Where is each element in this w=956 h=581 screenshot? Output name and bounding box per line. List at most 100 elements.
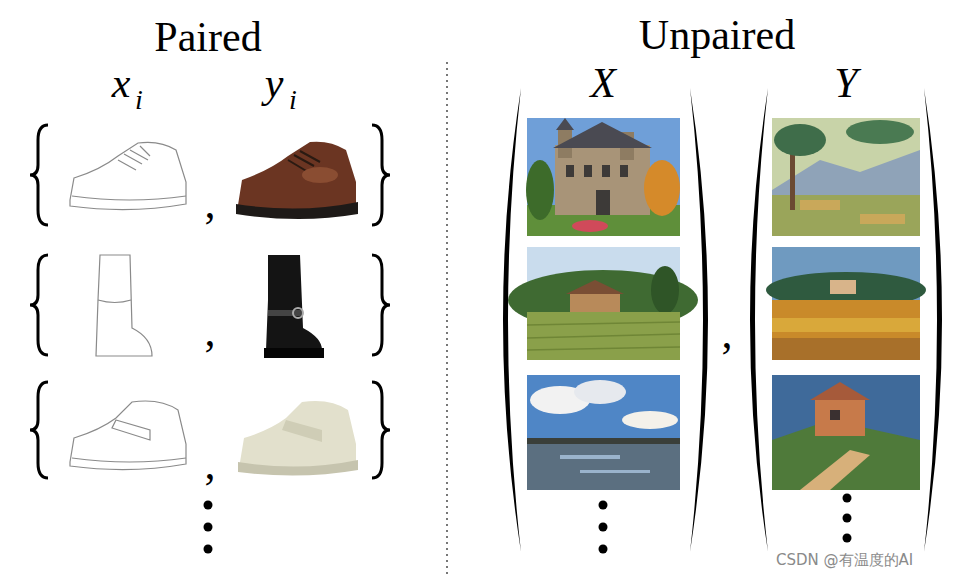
ellipsis-dots-part bbox=[204, 523, 213, 532]
landscape-photo-part bbox=[572, 220, 608, 232]
shoe-photo-part bbox=[240, 401, 356, 470]
landscape-photo-part bbox=[526, 160, 554, 220]
watermark: CSDN @有温度的AI bbox=[776, 553, 913, 568]
curly-brace bbox=[30, 125, 390, 478]
landscape-photo-part bbox=[644, 160, 680, 216]
shoe-photo bbox=[236, 142, 358, 476]
curly-brace-part bbox=[372, 382, 390, 478]
landscape-photo-part bbox=[602, 165, 610, 177]
landscape-photo-part bbox=[574, 380, 626, 404]
landscape-photo-part bbox=[620, 165, 628, 177]
curly-brace-part bbox=[30, 255, 48, 355]
variable-name: y bbox=[265, 62, 284, 104]
landscape-photo-part bbox=[527, 375, 680, 490]
column-heading: Unpaired bbox=[639, 14, 795, 56]
parenthesis-part bbox=[924, 88, 942, 552]
ellipsis-dots-part bbox=[204, 545, 213, 554]
shoe-photo-part bbox=[238, 460, 358, 476]
painting-part bbox=[772, 318, 920, 332]
parenthesis-part bbox=[503, 88, 521, 552]
landscape-photo-part bbox=[580, 470, 650, 473]
ellipsis-dots-part bbox=[843, 534, 852, 543]
landscape-photo-part bbox=[651, 266, 679, 314]
painting-part bbox=[815, 398, 865, 436]
painting-part bbox=[772, 118, 920, 236]
ellipsis-dots-part bbox=[843, 494, 852, 503]
painting-part bbox=[830, 410, 840, 420]
subscript: i bbox=[135, 86, 143, 114]
landscape-photo-part bbox=[584, 165, 592, 177]
shoe-photo-part bbox=[266, 255, 322, 350]
shoe-sketch-part bbox=[112, 420, 150, 440]
comma: , bbox=[205, 443, 216, 487]
ellipsis-dots-part bbox=[204, 501, 213, 510]
comma: , bbox=[722, 312, 733, 356]
curly-brace-part bbox=[372, 125, 390, 225]
painting bbox=[766, 118, 926, 490]
ellipsis-dots bbox=[204, 494, 852, 554]
painting-part bbox=[800, 450, 870, 490]
parenthesis-part bbox=[690, 88, 708, 552]
landscape-photo-part bbox=[570, 292, 620, 314]
curly-brace-part bbox=[30, 382, 48, 478]
ellipsis-dots-part bbox=[599, 523, 608, 532]
shoe-sketch-part bbox=[72, 458, 186, 462]
landscape-photo-part bbox=[527, 312, 680, 360]
landscape-photo bbox=[508, 118, 698, 490]
shoe-sketch-part bbox=[72, 196, 186, 200]
shoe-sketch-part bbox=[96, 255, 152, 356]
shoe-photo-part bbox=[302, 167, 338, 183]
subscript: i bbox=[289, 86, 297, 114]
landscape-photo-part bbox=[527, 444, 680, 490]
landscape-photo-part bbox=[596, 190, 610, 215]
set-name: X bbox=[590, 62, 616, 104]
painting-part bbox=[772, 300, 920, 360]
curly-brace-part bbox=[372, 255, 390, 355]
landscape-photo-part bbox=[566, 165, 628, 215]
comma: , bbox=[205, 182, 216, 226]
shoe-sketch-part bbox=[70, 401, 186, 470]
landscape-photo-part bbox=[527, 438, 680, 444]
landscape-photo-part bbox=[566, 165, 574, 177]
shoe-photo-part bbox=[264, 348, 324, 358]
landscape-photo-part bbox=[527, 118, 680, 236]
landscape-photo-part bbox=[527, 347, 680, 350]
ellipsis-dots-part bbox=[599, 545, 608, 554]
ellipsis-dots-part bbox=[599, 501, 608, 510]
painting-part bbox=[774, 124, 826, 156]
variable-name: x bbox=[112, 62, 131, 104]
painting-part bbox=[772, 375, 920, 490]
shoe-sketch-part bbox=[70, 142, 186, 209]
landscape-photo-part bbox=[527, 322, 680, 325]
painting-part bbox=[772, 247, 920, 360]
shoe-sketch-part bbox=[118, 146, 150, 170]
landscape-photo-part bbox=[556, 118, 574, 130]
painting-part bbox=[846, 120, 914, 144]
landscape-photo-part bbox=[622, 411, 678, 429]
column-heading: Paired bbox=[154, 16, 261, 58]
shoe-photo-part bbox=[236, 202, 358, 219]
landscape-photo-part bbox=[527, 322, 680, 350]
set-name: Y bbox=[834, 62, 857, 104]
painting-part bbox=[800, 200, 840, 210]
landscape-photo-part bbox=[566, 280, 624, 294]
painting-part bbox=[810, 382, 870, 400]
parenthesis bbox=[503, 88, 942, 552]
divider-line bbox=[446, 62, 448, 576]
painting-part bbox=[772, 338, 920, 360]
parenthesis-part bbox=[750, 88, 768, 552]
shoe-sketch-part bbox=[98, 300, 131, 303]
shoe-photo-part bbox=[282, 420, 322, 442]
shoe-photo-part bbox=[293, 308, 303, 318]
comma: , bbox=[205, 310, 216, 354]
painting-part bbox=[830, 280, 856, 294]
shoe-sketch bbox=[70, 142, 186, 469]
shoe-photo-part bbox=[268, 310, 302, 316]
shoe-photo-part bbox=[238, 142, 356, 210]
landscape-photo-part bbox=[527, 334, 680, 338]
curly-brace-part bbox=[30, 125, 48, 225]
painting-part bbox=[860, 214, 905, 224]
